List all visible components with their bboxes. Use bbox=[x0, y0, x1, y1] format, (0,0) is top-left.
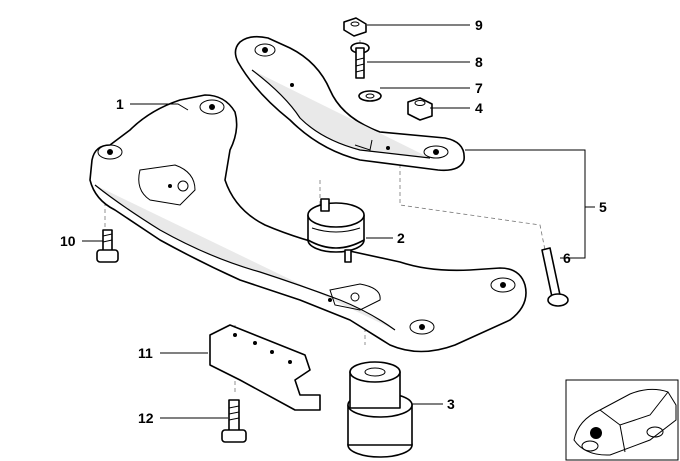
rubber-mount bbox=[307, 198, 365, 263]
callout-4: 4 bbox=[475, 100, 483, 116]
callout-5: 5 bbox=[599, 199, 607, 215]
callout-2: 2 bbox=[397, 230, 405, 246]
callout-3: 3 bbox=[447, 396, 455, 412]
transmission-support-arm bbox=[234, 35, 465, 172]
callout-7: 7 bbox=[475, 80, 483, 96]
callout-8: 8 bbox=[475, 54, 483, 70]
washer-7 bbox=[358, 90, 382, 102]
callouts: 1 2 3 4 5 6 7 8 9 10 11 12 bbox=[60, 17, 607, 426]
bushing bbox=[347, 361, 413, 458]
callout-6: 6 bbox=[563, 250, 571, 266]
callout-1: 1 bbox=[116, 96, 124, 112]
bolt-12 bbox=[221, 399, 247, 443]
nut-9 bbox=[343, 17, 367, 37]
leader-lines bbox=[82, 24, 595, 419]
callout-10: 10 bbox=[60, 233, 76, 249]
mounting-bracket bbox=[209, 324, 321, 411]
callout-9: 9 bbox=[475, 17, 483, 33]
location-marker-dot bbox=[590, 427, 602, 439]
cross-member bbox=[89, 94, 527, 353]
vehicle-locator-inset bbox=[565, 379, 679, 461]
bolt-8 bbox=[350, 42, 370, 79]
callout-11: 11 bbox=[138, 345, 153, 361]
bolt-10 bbox=[96, 229, 119, 263]
callout-12: 12 bbox=[138, 410, 154, 426]
bolt-6 bbox=[541, 247, 569, 307]
nut-4 bbox=[407, 97, 433, 121]
